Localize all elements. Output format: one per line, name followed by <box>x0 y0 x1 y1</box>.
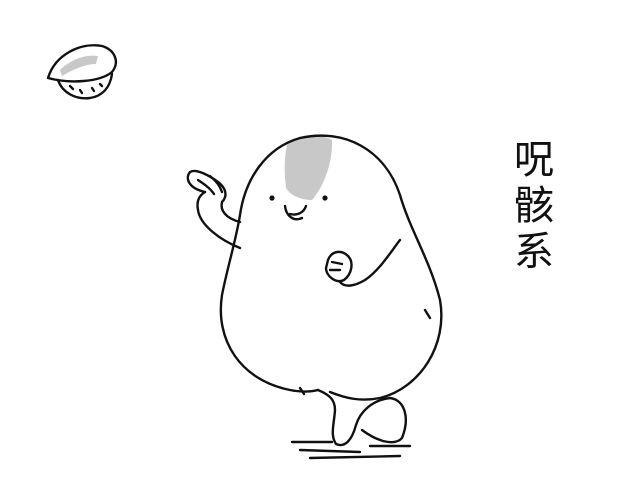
caption-text: 呪骸系 <box>507 138 553 276</box>
creature-drawing <box>186 134 443 460</box>
sushi-drawing <box>46 44 117 100</box>
